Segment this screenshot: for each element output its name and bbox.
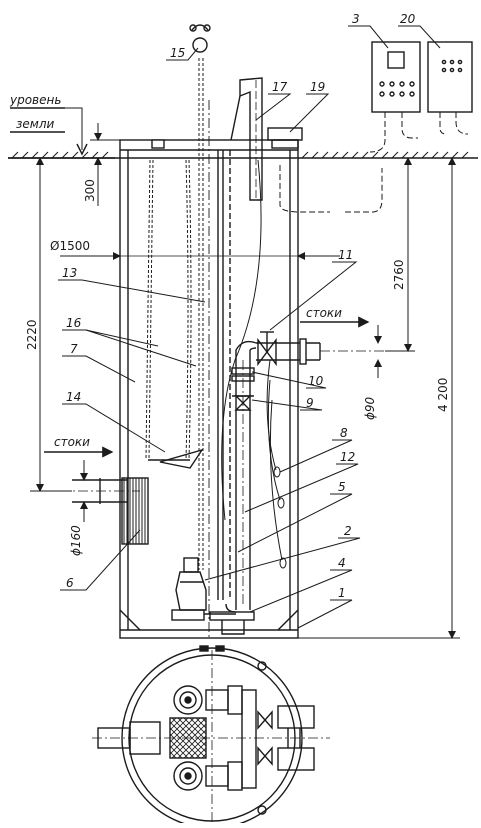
callout-4: 4: [338, 556, 346, 570]
dim-300: [90, 123, 120, 206]
plan-pump-bottom: [173, 761, 243, 791]
discharge-riser: [235, 340, 257, 610]
cabinet-cables: [279, 112, 469, 213]
vent-pipe: [230, 77, 263, 201]
callout-2: 2: [344, 524, 352, 538]
callout-6: 6: [66, 576, 74, 590]
callout-10: 10: [308, 374, 324, 388]
chain-middle: [185, 159, 192, 461]
hoist-hook-icon: [189, 24, 211, 53]
dim-2220: [30, 157, 72, 492]
cable: [221, 159, 262, 521]
riser-valves: [231, 367, 255, 411]
callout-13: 13: [62, 266, 77, 280]
dim-4200-label: 4 200: [436, 378, 450, 412]
chain-hoist: [198, 58, 204, 570]
ground-hatching: [11, 151, 469, 159]
callout-17: 17: [272, 80, 288, 94]
basket-frame: [148, 448, 204, 469]
plan-view: [92, 645, 330, 828]
float-switches: [266, 359, 287, 569]
callout-8: 8: [340, 426, 348, 440]
dim-160-label: ϕ160: [69, 525, 83, 556]
chain-left: [145, 159, 154, 461]
callout-7: 7: [70, 342, 78, 356]
callout-3: 3: [352, 12, 360, 26]
ground-level-label-1: уровень: [9, 93, 61, 107]
ground-level-marker: [10, 107, 88, 156]
dim-2760-label: 2760: [392, 259, 406, 290]
guide-rails: [217, 150, 231, 600]
tank-shell: [119, 139, 299, 639]
callout-20: 20: [400, 12, 416, 26]
dim-2760: [385, 157, 415, 352]
dim-4200: [298, 157, 460, 639]
submersible-pump: [171, 557, 236, 621]
basket: [121, 477, 149, 545]
control-cabinet-20: [427, 41, 473, 113]
dim-1500-label: Ø1500: [50, 239, 90, 253]
ground-level-label-2: земли: [16, 117, 54, 131]
callout-15: 15: [170, 46, 185, 60]
callout-19: 19: [310, 80, 325, 94]
coupling-base: [209, 603, 255, 635]
plan-pump-top: [173, 685, 243, 715]
dim-90-label: ϕ90: [363, 396, 377, 420]
dim-300-label: 300: [83, 179, 97, 202]
callout-1: 1: [338, 586, 346, 600]
leader-lines: [58, 25, 441, 629]
dim-2220-label: 2220: [25, 319, 39, 350]
callout-16: 16: [66, 316, 82, 330]
callout-11: 11: [338, 248, 353, 262]
callout-14: 14: [66, 390, 81, 404]
junction-box: [267, 127, 303, 149]
inflow-label: стоки: [54, 435, 90, 449]
gate-valve: [257, 331, 277, 367]
callout-5: 5: [338, 480, 346, 494]
callout-9: 9: [306, 396, 314, 410]
callout-12: 12: [340, 450, 355, 464]
outflow-label: стоки: [306, 306, 342, 320]
control-cabinet-3: [371, 41, 421, 113]
